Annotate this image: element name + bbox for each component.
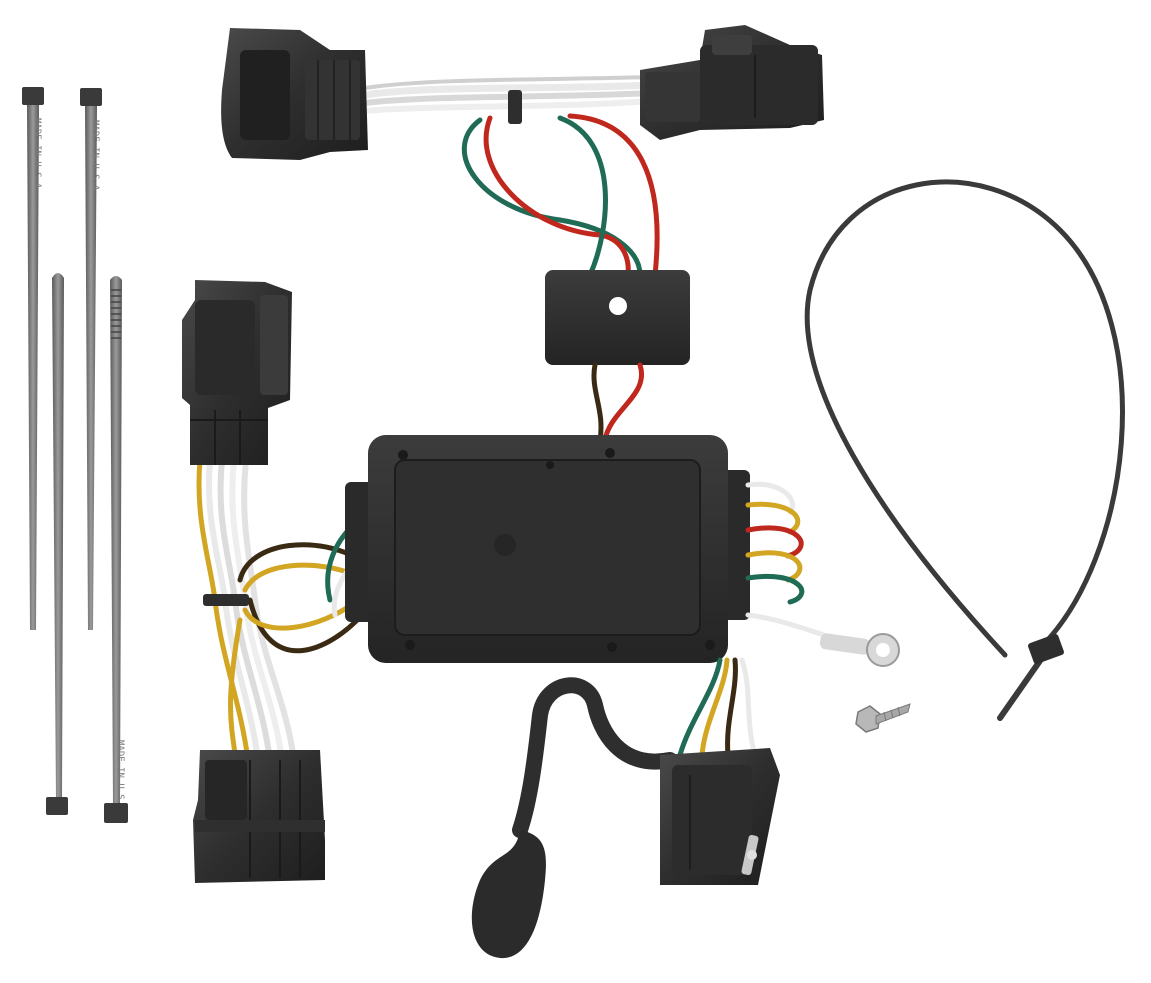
cable-tie-icon	[46, 273, 68, 815]
harness-connector-icon	[640, 25, 824, 140]
four-way-flat-connector-icon	[660, 748, 780, 885]
harness-connector-icon	[182, 280, 292, 465]
bundle-tie	[508, 90, 522, 124]
splice-block-icon	[545, 270, 690, 365]
left-wire-bundle	[196, 457, 297, 763]
cable-tie-icon: MADE IN U.S.A.	[80, 88, 102, 630]
vehicle-connector-icon	[221, 28, 368, 160]
splice-wires	[461, 113, 660, 278]
cable-tie-marking: MADE IN U.S.A.	[115, 740, 125, 816]
ring-terminal-icon	[819, 633, 900, 667]
cable-tie-icon	[804, 179, 1125, 721]
vehicle-connector-icon	[193, 750, 325, 883]
dust-cap-icon	[471, 677, 678, 959]
self-tapping-screw-icon	[855, 703, 911, 733]
bundle-tie	[203, 594, 249, 606]
cable-tie-marking: MADE IN U.S.A.	[32, 118, 42, 194]
module-input-wires	[591, 362, 645, 443]
cable-tie-marking: MADE IN U.S.A.	[90, 120, 100, 196]
flat-connector-wires	[677, 657, 758, 758]
cable-tie-icon: MADE IN U.S.A.	[104, 276, 128, 823]
converter-module-icon	[345, 435, 750, 663]
cable-tie-icon: MADE IN U.S.A.	[22, 87, 44, 630]
top-wire-bundle	[361, 75, 654, 114]
